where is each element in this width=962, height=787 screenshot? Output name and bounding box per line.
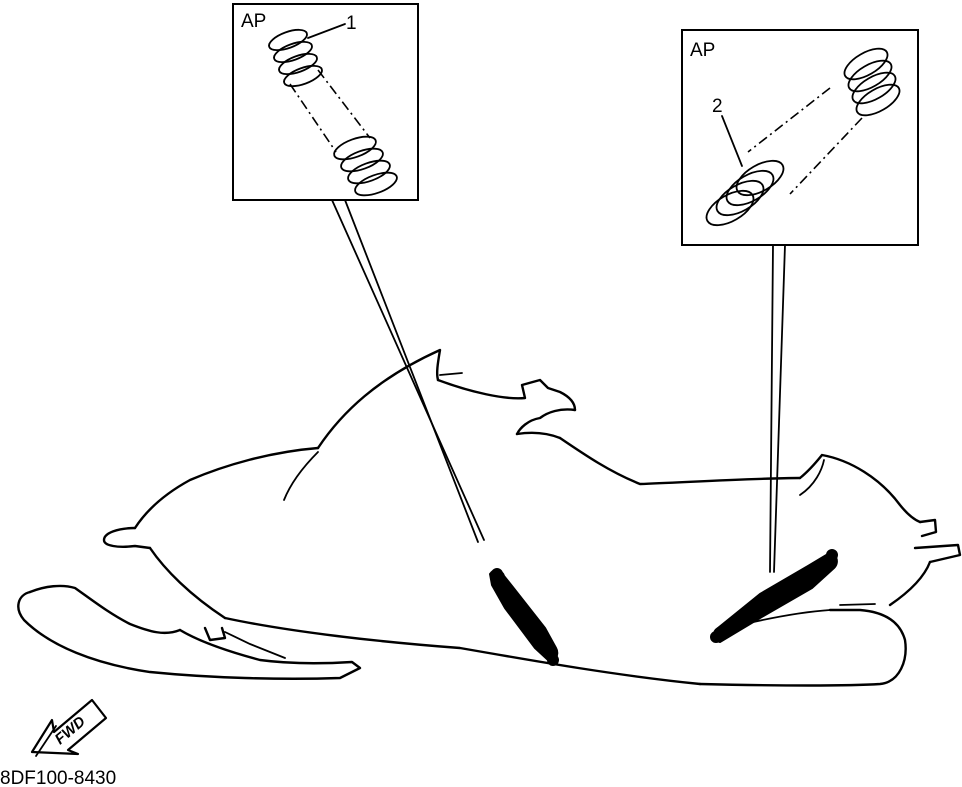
spring-icon [268,28,323,88]
box-left-title: AP [241,11,266,32]
rear-shock-absorber [710,549,838,643]
forward-arrow-icon: FWD [30,698,108,757]
front-shock-absorber [489,568,559,666]
box-right-title: AP [690,40,715,61]
callout-2: 2 [712,96,723,117]
ski [17,584,362,680]
spring-icon [705,159,785,227]
figure-code: 8DF100-8430 [0,768,116,787]
callout-1: 1 [346,13,357,34]
detail-box-left: AP 1 [232,3,419,201]
snowmobile-outline [102,348,962,687]
leader-lines [331,199,786,573]
spring-icon [333,135,398,197]
detail-box-right: AP 2 [681,29,919,246]
spring-icon [843,47,901,117]
